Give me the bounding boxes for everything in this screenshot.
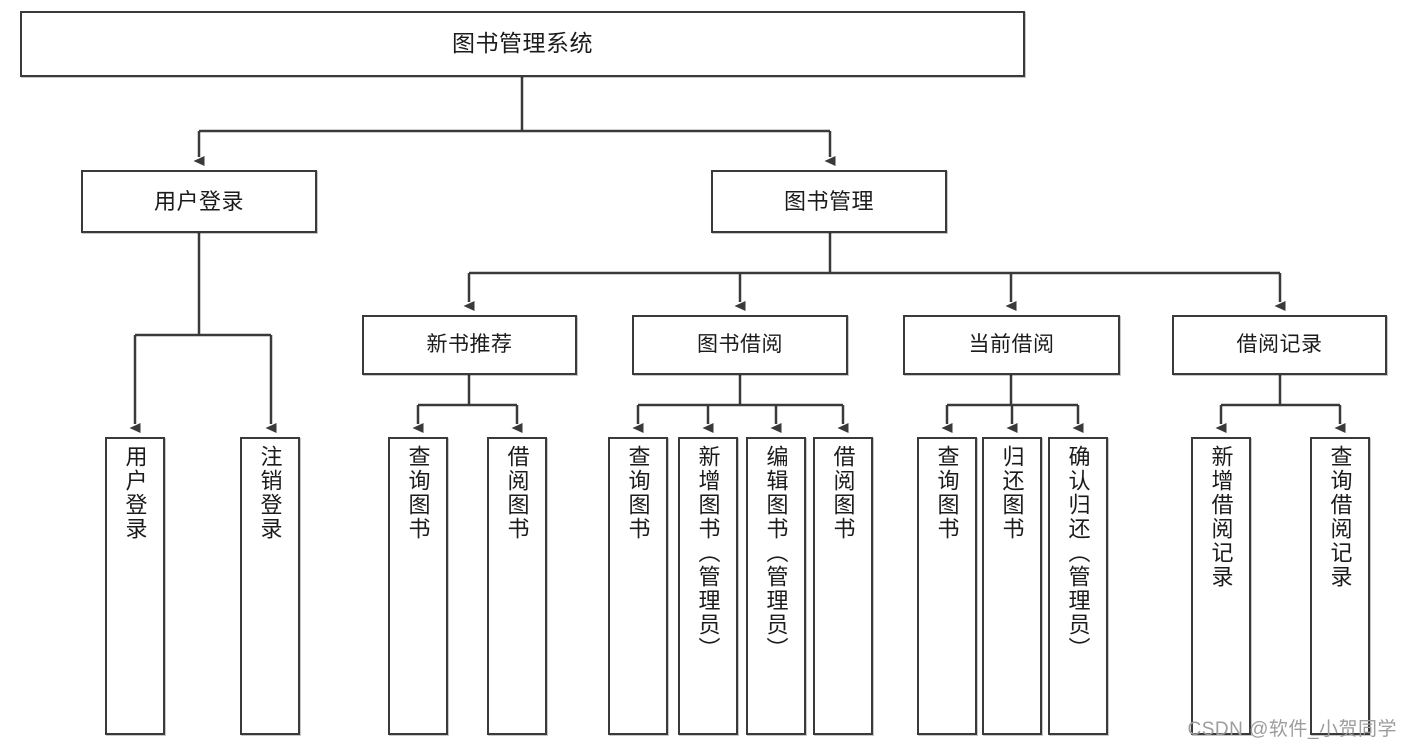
- node-root[interactable]: 图书管理系统: [20, 11, 1025, 77]
- watermark-text: CSDN @软件_小贺同学: [1187, 719, 1397, 740]
- node-leaf-confirm-return[interactable]: 确认归还（管理员）: [1048, 437, 1108, 735]
- node-new-book-rec-label: 新书推荐: [426, 332, 513, 356]
- node-leaf-add-book[interactable]: 新增图书（管理员）: [678, 437, 738, 735]
- node-borrow-record-label: 借阅记录: [1236, 332, 1323, 356]
- node-leaf-query-record[interactable]: 查询借阅记录: [1310, 437, 1370, 735]
- node-leaf-query-book-1-label: 查询图书: [405, 445, 431, 541]
- node-leaf-add-record[interactable]: 新增借阅记录: [1191, 437, 1251, 735]
- node-leaf-query-book-2-label: 查询图书: [625, 445, 651, 541]
- node-leaf-add-book-label: 新增图书（管理员）: [695, 445, 721, 661]
- node-new-book-rec[interactable]: 新书推荐: [362, 315, 577, 375]
- node-current-borrow-label: 当前借阅: [968, 332, 1055, 356]
- node-leaf-add-record-label: 新增借阅记录: [1208, 445, 1234, 589]
- node-leaf-return-book-label: 归还图书: [999, 445, 1025, 541]
- node-leaf-query-book-3-label: 查询图书: [934, 445, 960, 541]
- node-leaf-user-login-label: 用户登录: [122, 445, 148, 541]
- node-borrow-record[interactable]: 借阅记录: [1172, 315, 1387, 375]
- node-leaf-edit-book[interactable]: 编辑图书（管理员）: [746, 437, 806, 735]
- node-book-borrow-label: 图书借阅: [697, 332, 783, 356]
- node-leaf-borrow-book-2-label: 借阅图书: [830, 445, 856, 541]
- node-root-label: 图书管理系统: [452, 30, 593, 57]
- node-leaf-query-book-3[interactable]: 查询图书: [917, 437, 977, 735]
- node-leaf-borrow-book-1[interactable]: 借阅图书: [487, 437, 547, 735]
- node-leaf-query-book-2[interactable]: 查询图书: [608, 437, 668, 735]
- node-leaf-return-book[interactable]: 归还图书: [982, 437, 1042, 735]
- node-book-manage-label: 图书管理: [783, 188, 874, 214]
- node-user-login-label: 用户登录: [153, 188, 244, 214]
- node-leaf-user-login[interactable]: 用户登录: [105, 437, 165, 735]
- node-user-login[interactable]: 用户登录: [81, 170, 317, 233]
- node-leaf-logout-label: 注销登录: [257, 445, 283, 541]
- node-book-manage[interactable]: 图书管理: [711, 170, 947, 233]
- node-leaf-edit-book-label: 编辑图书（管理员）: [763, 445, 789, 661]
- node-leaf-borrow-book-2[interactable]: 借阅图书: [813, 437, 873, 735]
- node-leaf-confirm-return-label: 确认归还（管理员）: [1065, 445, 1091, 661]
- node-leaf-logout[interactable]: 注销登录: [240, 437, 300, 735]
- node-current-borrow[interactable]: 当前借阅: [903, 315, 1120, 375]
- node-leaf-query-record-label: 查询借阅记录: [1327, 445, 1353, 589]
- node-book-borrow[interactable]: 图书借阅: [632, 315, 848, 375]
- node-leaf-query-book-1[interactable]: 查询图书: [388, 437, 448, 735]
- node-leaf-borrow-book-1-label: 借阅图书: [504, 445, 530, 541]
